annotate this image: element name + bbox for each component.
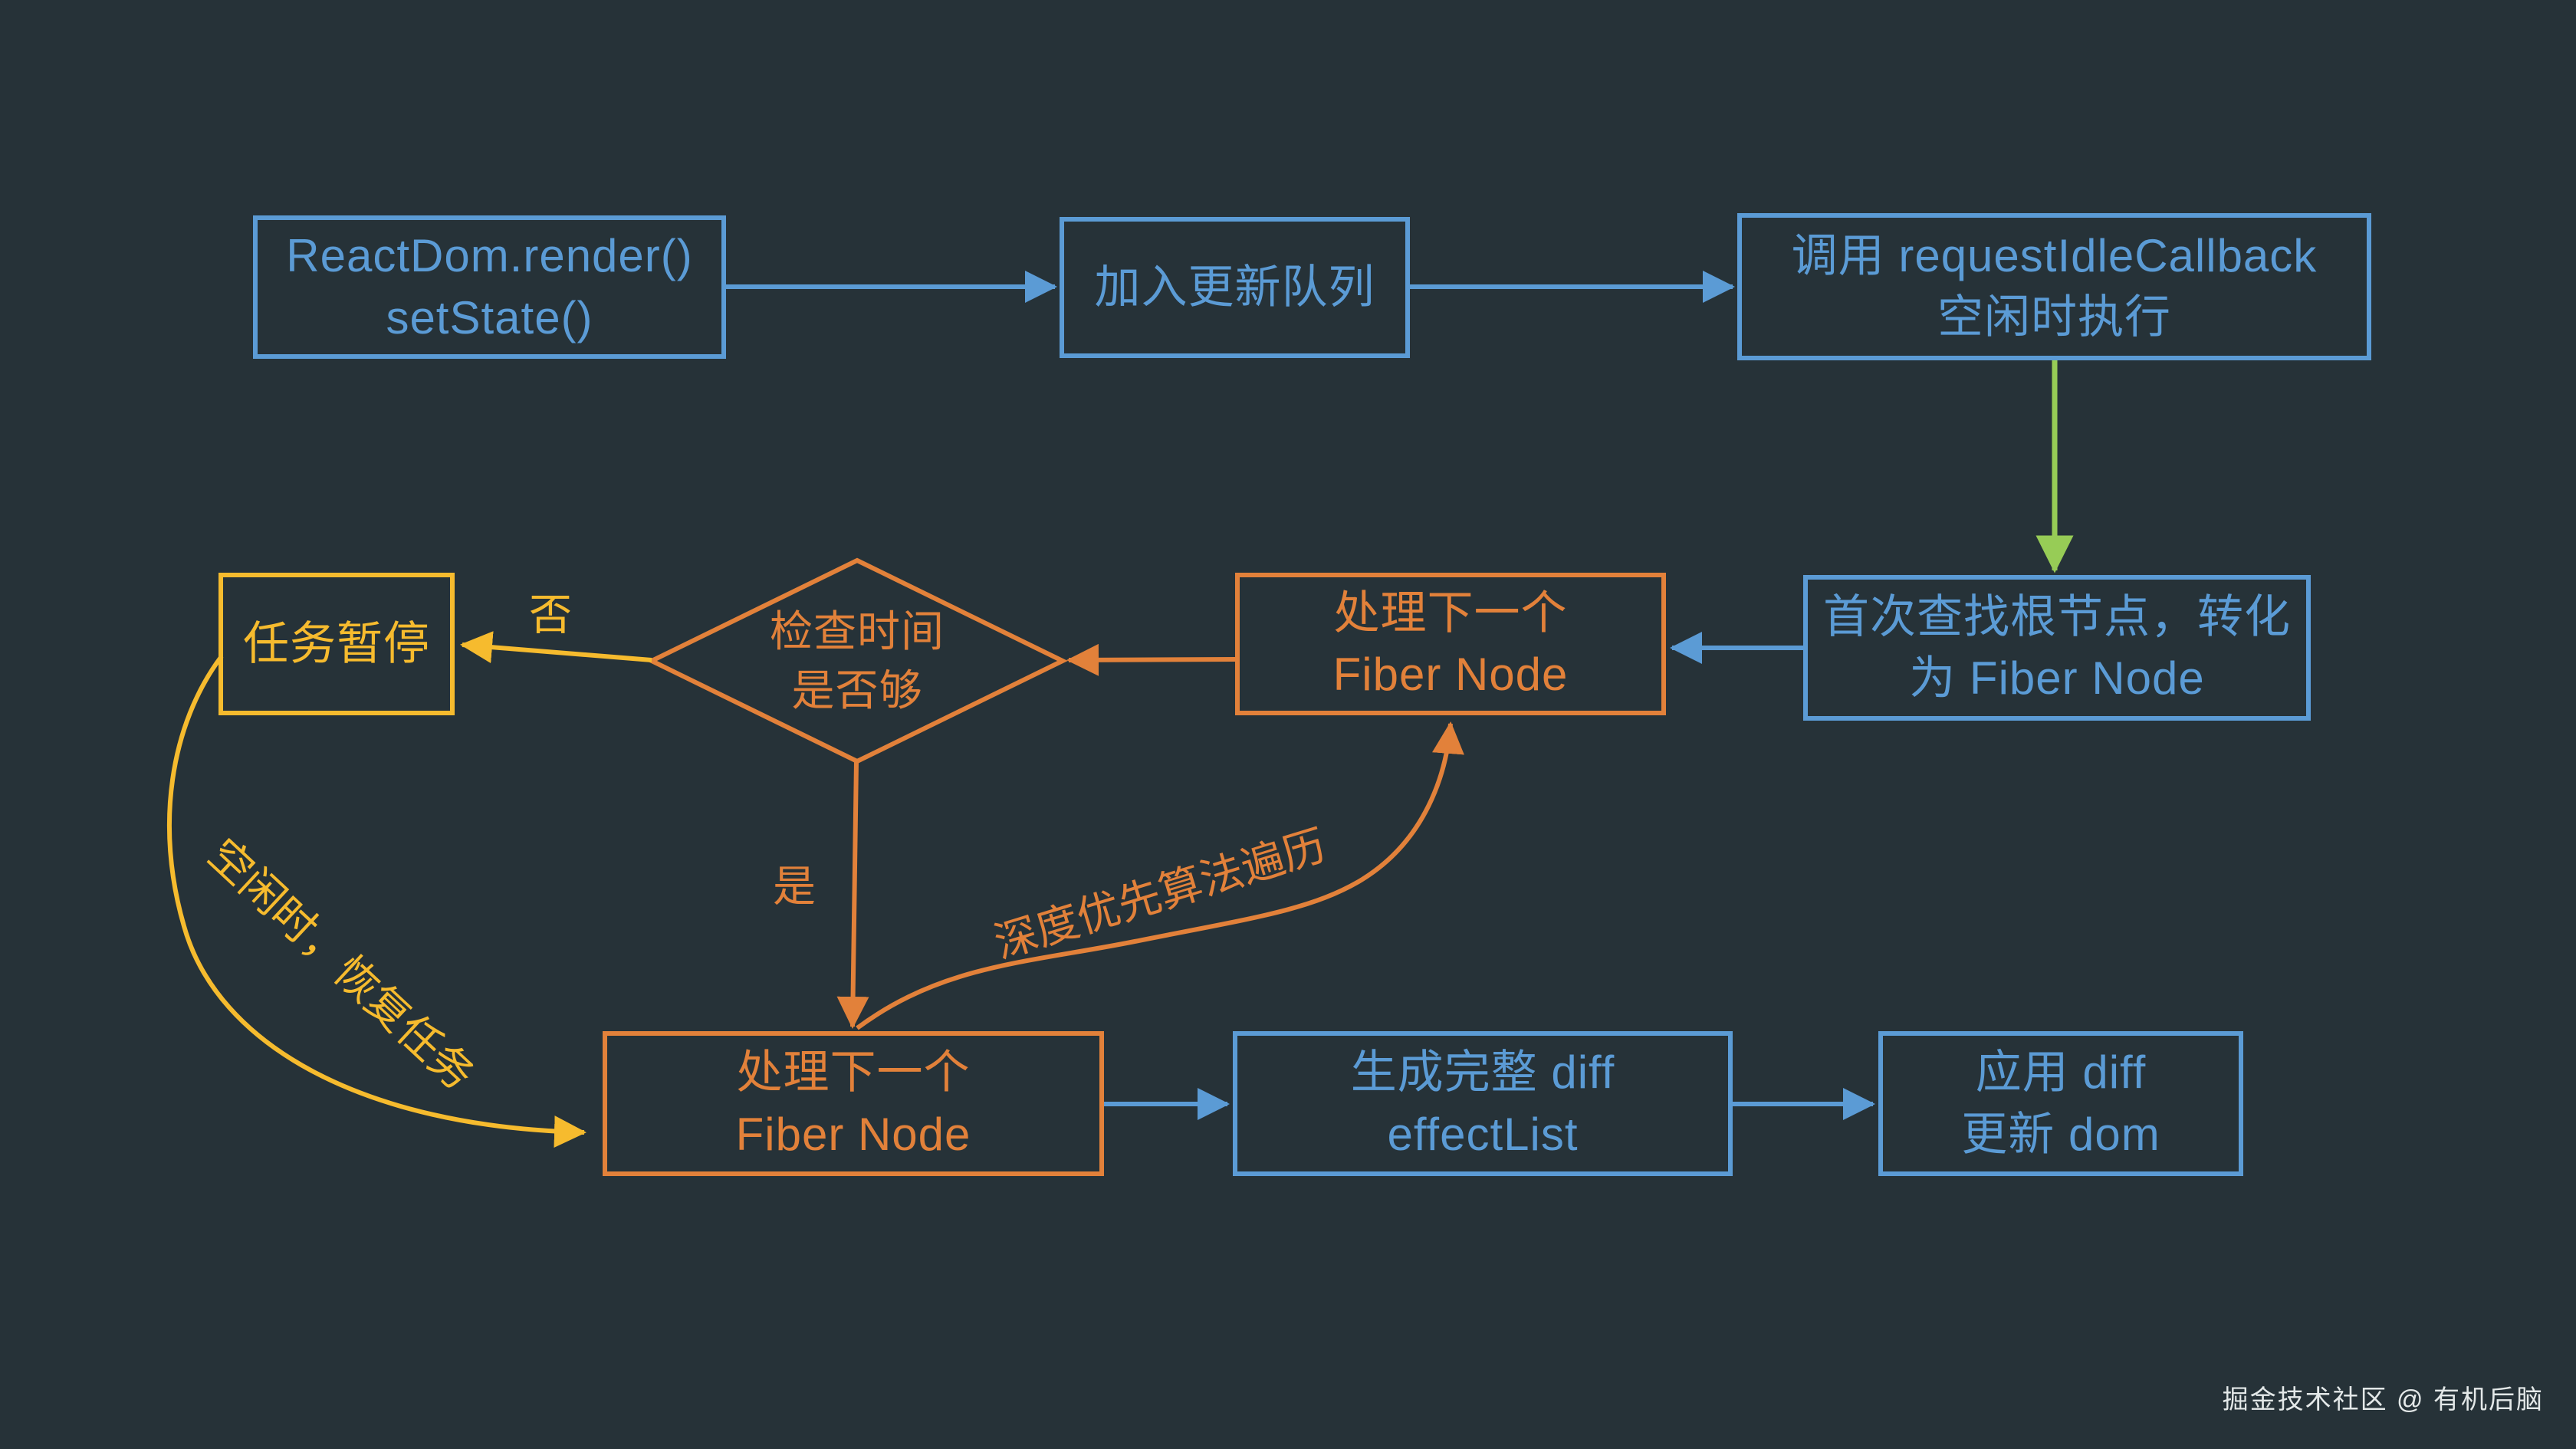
edge-label-yes: 是 xyxy=(773,862,816,911)
edge-label-no: 否 xyxy=(529,590,572,639)
node-update-queue: 加入更新队列 xyxy=(1060,217,1410,358)
node-react-render: ReactDom.render() setState() xyxy=(253,215,726,359)
edge-diamond-to-process-bottom xyxy=(836,761,869,1029)
node-label-line: setState() xyxy=(386,291,593,343)
node-label-line: 处理下一个 xyxy=(736,1046,971,1099)
node-label-line: 应用 diff xyxy=(1975,1046,2147,1099)
node-process-next-fiber-bottom: 处理下一个 Fiber Node xyxy=(603,1031,1104,1176)
node-process-next-fiber-mid: 处理下一个 Fiber Node xyxy=(1235,573,1666,715)
node-find-root-fiber: 首次查找根节点，转化 为 Fiber Node xyxy=(1803,575,2311,721)
node-label-line: 为 Fiber Node xyxy=(1909,652,2205,704)
node-generate-diff: 生成完整 diff effectList xyxy=(1233,1031,1733,1176)
node-label-line: 生成完整 diff xyxy=(1350,1046,1615,1099)
node-label-line: 首次查找根节点，转化 xyxy=(1823,590,2291,642)
node-label-line: Fiber Node xyxy=(1332,649,1569,700)
node-label-line: 加入更新队列 xyxy=(1094,261,1375,313)
edge-process-mid-to-diamond xyxy=(1066,643,1236,676)
node-label-line: 是否够 xyxy=(791,666,923,715)
node-apply-diff: 应用 diff 更新 dom xyxy=(1878,1031,2243,1176)
node-label-line: Fiber Node xyxy=(735,1108,971,1160)
node-label-line: ReactDom.render() xyxy=(286,230,693,282)
node-task-pause: 任务暂停 xyxy=(219,573,455,715)
node-label-line: 处理下一个 xyxy=(1333,586,1568,639)
node-check-time-diamond: 检查时间 是否够 xyxy=(696,554,1018,768)
watermark-text: 掘金技术社区 @ 有机后脑 xyxy=(2222,1385,2544,1414)
node-label-line: 空闲时执行 xyxy=(1937,291,2171,343)
edge-dfs-traversal-curve xyxy=(856,721,1464,1030)
node-label-line: 更新 dom xyxy=(1961,1108,2160,1160)
node-label-line: 任务暂停 xyxy=(243,617,430,669)
decision-diamond-shape xyxy=(646,557,1068,764)
node-label-line: 调用 requestIdleCallback xyxy=(1791,229,2318,281)
node-label-line: 检查时间 xyxy=(770,606,945,656)
edge-diamond-to-pause xyxy=(460,631,652,664)
node-request-idle-callback: 调用 requestIdleCallback 空闲时执行 xyxy=(1737,213,2371,360)
node-label-line: effectList xyxy=(1387,1108,1579,1160)
edge-idle-resume-curve xyxy=(166,655,586,1148)
